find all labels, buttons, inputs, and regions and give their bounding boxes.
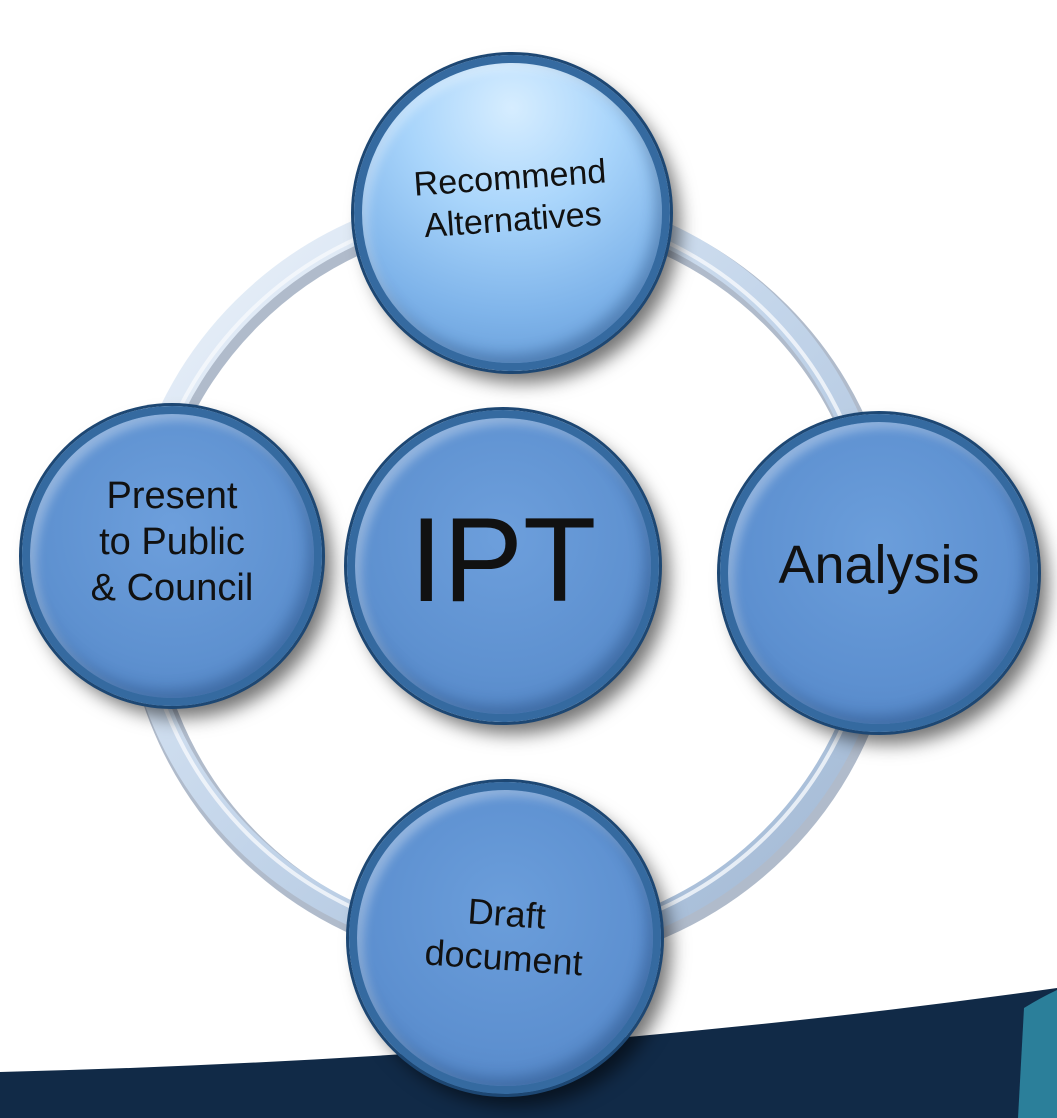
footer-teal-accent bbox=[1018, 990, 1057, 1118]
center-node-label: IPT bbox=[409, 493, 597, 627]
cycle-node-label: Recommend Alternatives bbox=[412, 152, 608, 246]
cycle-node-label: Analysis bbox=[778, 535, 980, 595]
cycle-node-present-to-public-council[interactable]: Present to Public & Council bbox=[22, 406, 322, 706]
center-node-ipt[interactable]: IPT bbox=[347, 410, 659, 722]
cycle-node-label: Present to Public & Council bbox=[90, 475, 254, 609]
cycle-node-analysis[interactable]: Analysis bbox=[720, 414, 1038, 732]
cycle-node-draft-document[interactable]: Draft document bbox=[349, 782, 661, 1094]
cycle-node-recommend-alternatives[interactable]: Recommend Alternatives bbox=[354, 55, 670, 371]
cycle-node-label: Draft document bbox=[423, 890, 584, 984]
